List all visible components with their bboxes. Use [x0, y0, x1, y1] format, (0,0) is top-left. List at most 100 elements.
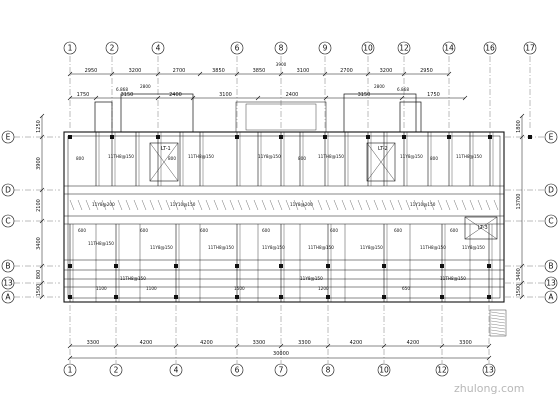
dimension-tick: [190, 95, 196, 101]
dimension-tick: [399, 95, 405, 101]
row-bubble: [544, 259, 558, 273]
dimension-tick: [39, 294, 45, 300]
dimension-label: 3150: [121, 92, 134, 98]
row-bubble-label: 13: [546, 279, 556, 288]
dimension-tick: [39, 113, 45, 119]
dimension-label: 1800: [516, 120, 522, 133]
corridor-hatch: [381, 199, 387, 211]
dimension-tick: [39, 263, 45, 269]
row-bubble-label: E: [6, 133, 11, 142]
column-block: [440, 295, 444, 299]
section-hatch: [490, 320, 506, 324]
room-dim: 600: [330, 228, 338, 233]
corridor-hatch: [117, 199, 123, 211]
corridor-hatch: [221, 199, 227, 211]
dimension-label: 3400: [36, 237, 42, 250]
room-dim: 800: [168, 156, 176, 161]
corridor-hatch: [77, 199, 83, 211]
corridor-hatch: [373, 199, 379, 211]
row-bubble: [544, 290, 558, 304]
beam-tag: 11TH8@150: [208, 245, 234, 250]
row-bubble: [1, 214, 15, 228]
dimension-label: 3300: [298, 340, 311, 346]
column-bubble: [230, 363, 244, 377]
beam-tag: 11TH8@150: [188, 154, 214, 159]
dimension-label: 2700: [340, 68, 353, 74]
section-marker: [489, 309, 507, 337]
dimension-label: 3850: [212, 68, 225, 74]
dimension-label: 3900: [36, 157, 42, 170]
beam-tag: 11TH8@150: [318, 154, 344, 159]
corridor-hatch: [429, 199, 435, 211]
corridor-hatch: [357, 199, 363, 211]
dimension-label: 1750: [427, 92, 440, 98]
row-bubble: [1, 276, 15, 290]
corridor-hatch: [405, 199, 411, 211]
beam-tag: 11TH8@150: [456, 154, 482, 159]
dimension-label: 3100: [219, 92, 232, 98]
corridor-hatch: [101, 199, 107, 211]
column-block: [235, 264, 239, 268]
dimension-tick: [519, 134, 525, 140]
dimension-tick: [365, 71, 371, 77]
room-dim: 1100: [96, 286, 107, 291]
column-block: [68, 295, 72, 299]
column-block: [382, 295, 386, 299]
bay-wall: [235, 101, 327, 133]
dimension-label: 2700: [173, 68, 186, 74]
column-block: [528, 135, 532, 139]
dimension-tick: [67, 355, 73, 361]
beam-tag: 11TH8@150: [88, 241, 114, 246]
dimension-label: 3300: [253, 340, 266, 346]
column-block: [366, 135, 370, 139]
dimension-label: 3850: [253, 68, 266, 74]
column-bubble-label: 14: [444, 44, 454, 53]
dimension-label: 2400: [286, 92, 299, 98]
corridor-hatch: [349, 199, 355, 211]
dimension-label: 2400: [169, 92, 182, 98]
room-dim: 800: [298, 156, 306, 161]
dimension-total: 30000: [273, 351, 289, 357]
dimension-label: 800: [36, 270, 42, 280]
column-bubble-label: 8: [326, 366, 331, 375]
dimension-label: 4200: [407, 340, 420, 346]
dimension-tick: [67, 95, 73, 101]
column-bubble-label: 2: [114, 366, 119, 375]
dimension-tick: [234, 343, 240, 349]
corridor-hatch: [269, 199, 275, 211]
room-dim: 800: [76, 156, 84, 161]
dimension-label: 3200: [380, 68, 393, 74]
corridor-hatch: [189, 199, 195, 211]
beam-tag: 11Y8@200: [290, 202, 313, 207]
corridor-hatch: [301, 199, 307, 211]
row-bubble: [1, 259, 15, 273]
stair-box: [149, 142, 179, 182]
dimension-label: 3100: [297, 68, 310, 74]
column-bubble-label: 17: [525, 44, 535, 53]
corridor-hatch: [237, 199, 243, 211]
corridor-hatch: [141, 199, 147, 211]
row-bubble-label: B: [5, 262, 10, 271]
beam-tag: 11Y10@150: [410, 202, 436, 207]
stair-tag: LT-3: [478, 225, 488, 231]
stair-tag: LT-1: [161, 146, 171, 152]
dimension-tick: [39, 218, 45, 224]
column-bubble: [482, 363, 496, 377]
dimension-tick: [462, 95, 468, 101]
bay-wall: [94, 101, 113, 133]
corridor-hatch: [149, 199, 155, 211]
corridor-hatch: [93, 199, 99, 211]
column-block: [326, 264, 330, 268]
column-bubble-label: 10: [363, 44, 373, 53]
room-dim: 600: [262, 228, 270, 233]
beam-tag: 11Y8@150: [300, 276, 323, 281]
corridor-hatch: [453, 199, 459, 211]
dimension-tick: [381, 343, 387, 349]
row-axis-lines: [14, 136, 545, 298]
stair-box: [366, 142, 396, 182]
room-dim: 1100: [146, 286, 157, 291]
dimension-label: 2100: [36, 199, 42, 212]
corridor-hatch: [493, 199, 499, 211]
dimension-label: 4200: [350, 340, 363, 346]
